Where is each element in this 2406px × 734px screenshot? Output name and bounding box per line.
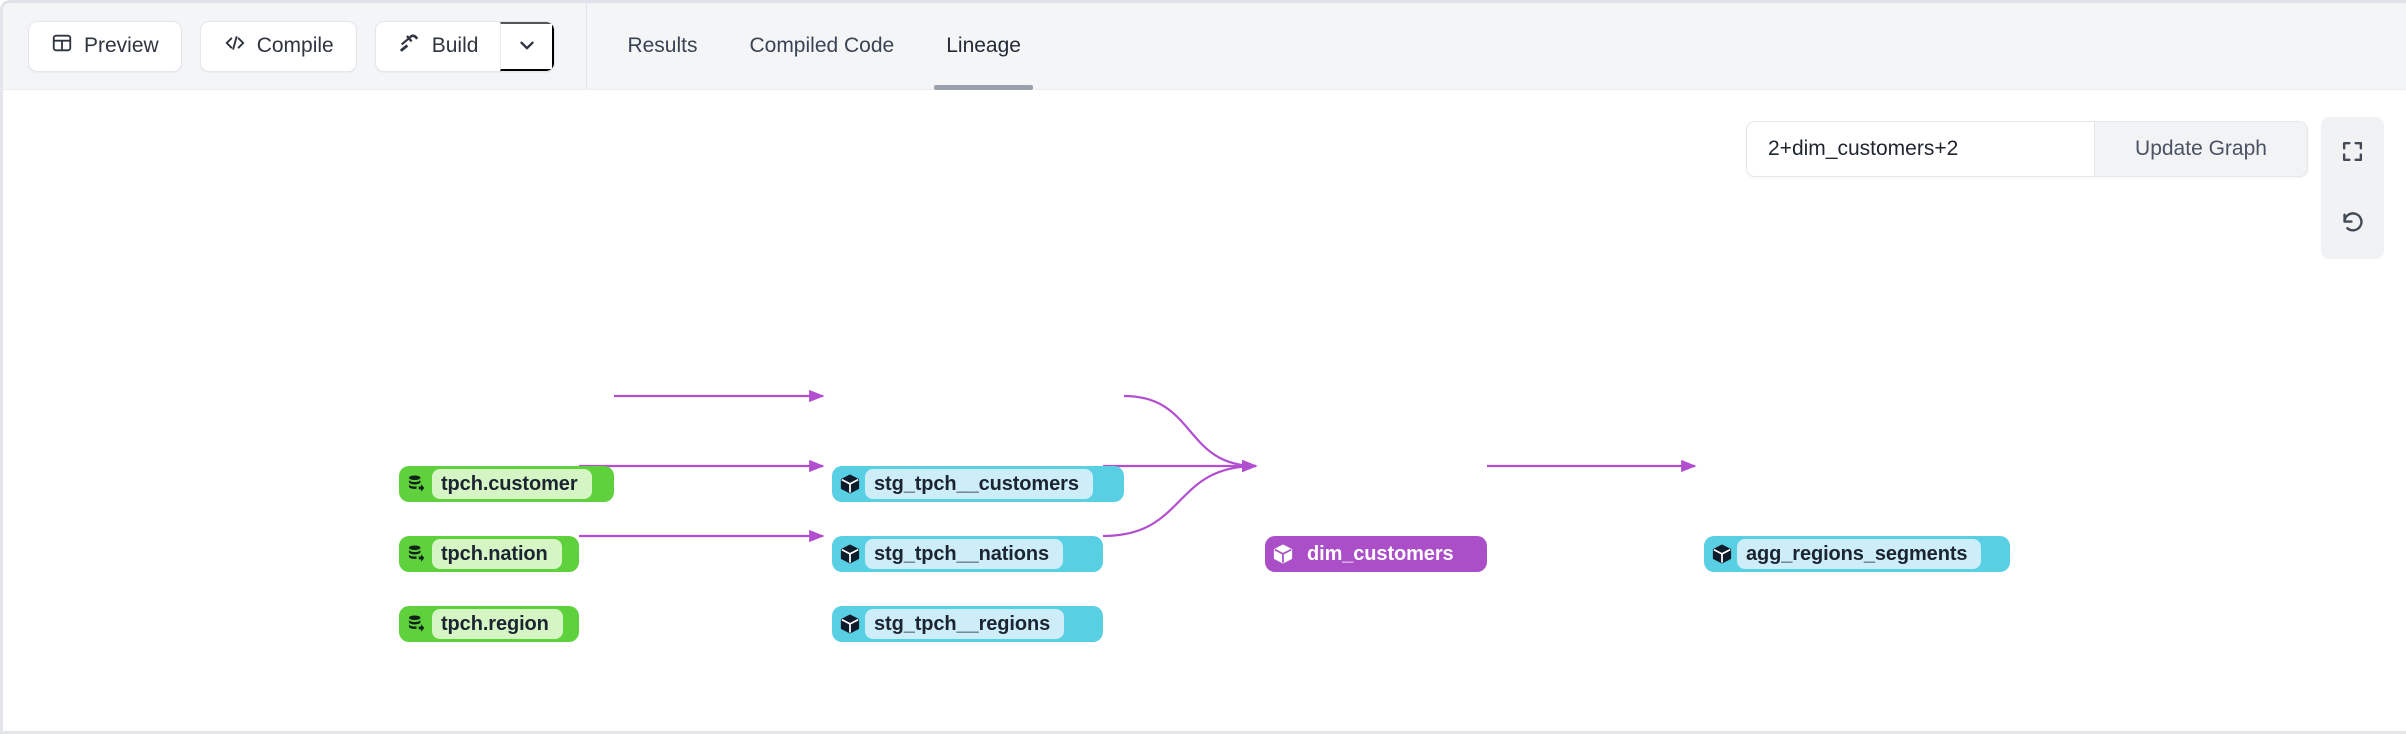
action-button-group: Preview Compile — [28, 20, 556, 72]
fullscreen-button[interactable] — [2321, 117, 2384, 188]
tab-results[interactable]: Results — [601, 3, 723, 90]
reset-view-button[interactable] — [2321, 188, 2384, 259]
cube-icon — [835, 469, 865, 499]
cube-icon — [1707, 539, 1737, 569]
build-split-button: Build — [374, 20, 556, 72]
lineage-edge — [1102, 459, 1258, 538]
tab-underline — [737, 85, 906, 90]
cube-icon — [835, 609, 865, 639]
build-button-label: Build — [431, 34, 479, 57]
cube-icon — [1268, 539, 1298, 569]
lineage-node-label: tpch.customer — [432, 469, 592, 499]
build-button[interactable]: Build — [376, 22, 501, 71]
lineage-node-stg_tpch__nations[interactable]: stg_tpch__nations — [832, 536, 1103, 572]
cube-icon — [835, 539, 865, 569]
lineage-node-label: agg_regions_segments — [1737, 539, 1982, 569]
lineage-node-label: stg_tpch__nations — [865, 539, 1063, 569]
lineage-node-tpch_region[interactable]: tpch.region — [399, 606, 579, 642]
lineage-node-label: dim_customers — [1307, 542, 1454, 565]
compile-button[interactable]: Compile — [199, 20, 357, 72]
lineage-edge — [1123, 394, 1258, 473]
tab-compiled-code[interactable]: Compiled Code — [723, 3, 920, 90]
lineage-node-label: tpch.nation — [432, 539, 562, 569]
tab-compiled-code-label: Compiled Code — [749, 34, 895, 57]
database-source-icon — [402, 539, 432, 569]
lineage-node-tpch_customer[interactable]: tpch.customer — [399, 466, 614, 502]
fullscreen-icon — [2340, 139, 2365, 167]
code-brackets-icon — [223, 32, 246, 60]
compile-button-label: Compile — [256, 34, 334, 57]
preview-button[interactable]: Preview — [28, 20, 182, 72]
tab-lineage-label: Lineage — [946, 34, 1021, 57]
editor-toolbar: Preview Compile — [3, 3, 2406, 90]
lineage-selector-group: Update Graph — [1746, 121, 2308, 177]
lineage-node-tpch_nation[interactable]: tpch.nation — [399, 536, 579, 572]
hammer-icon — [398, 32, 421, 61]
lineage-node-stg_tpch__regions[interactable]: stg_tpch__regions — [832, 606, 1103, 642]
database-source-icon — [402, 609, 432, 639]
tab-lineage[interactable]: Lineage — [920, 3, 1047, 90]
lineage-node-label: stg_tpch__customers — [865, 469, 1093, 499]
canvas-view-toolbar — [2321, 117, 2384, 259]
update-graph-button[interactable]: Update Graph — [2094, 122, 2307, 176]
lineage-node-label: stg_tpch__regions — [865, 609, 1065, 639]
tab-results-label: Results — [627, 34, 698, 57]
reset-counterclockwise-icon — [2340, 209, 2366, 238]
build-dropdown-toggle[interactable] — [500, 21, 555, 71]
table-icon — [51, 32, 73, 60]
lineage-node-stg_tpch__customers[interactable]: stg_tpch__customers — [832, 466, 1124, 502]
lineage-graph-canvas[interactable]: tpch.customer tpch.nation tpch.region stg_t… — [3, 91, 2406, 731]
preview-button-label: Preview — [84, 34, 159, 57]
toolbar-divider — [586, 3, 588, 90]
lineage-edges — [579, 389, 1697, 543]
lineage-node-label: tpch.region — [432, 609, 563, 639]
tab-underline-active — [934, 84, 1033, 90]
tab-underline — [615, 85, 709, 90]
lineage-node-dim_customers[interactable]: dim_customers — [1265, 536, 1487, 572]
tab-bar: Results Compiled Code Lineage — [601, 3, 1047, 90]
lineage-node-agg_regions_segments[interactable]: agg_regions_segments — [1704, 536, 2010, 572]
database-source-icon — [402, 469, 432, 499]
lineage-selector-input[interactable] — [1747, 122, 2094, 176]
chevron-down-icon — [516, 34, 538, 59]
